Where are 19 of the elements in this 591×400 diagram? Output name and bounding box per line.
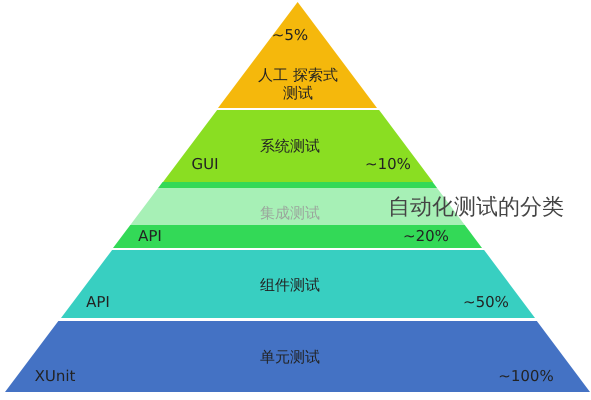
- percentage-label: ~20%: [403, 227, 449, 245]
- pyramid-layer: [162, 110, 433, 182]
- layer-label: 集成测试: [260, 204, 320, 222]
- tool-label: GUI: [191, 155, 218, 173]
- layer-label: 人工 探索式测试: [257, 66, 339, 102]
- layer-label: 组件测试: [260, 276, 320, 294]
- tool-label: XUnit: [34, 367, 76, 385]
- tool-label: API: [138, 227, 162, 245]
- layer-label: 系统测试: [260, 137, 320, 155]
- layer-label: 单元测试: [260, 348, 320, 366]
- percentage-label: ~5%: [272, 26, 308, 44]
- pyramid-layer: [5, 321, 590, 392]
- tool-label: API: [86, 293, 110, 311]
- pyramid-layer: [60, 250, 535, 318]
- title: 自动化测试的分类: [388, 194, 564, 222]
- percentage-label: ~50%: [463, 293, 509, 311]
- pyramid-layer: [218, 2, 378, 108]
- percentage-label: ~100%: [498, 367, 554, 385]
- percentage-label: ~10%: [365, 155, 411, 173]
